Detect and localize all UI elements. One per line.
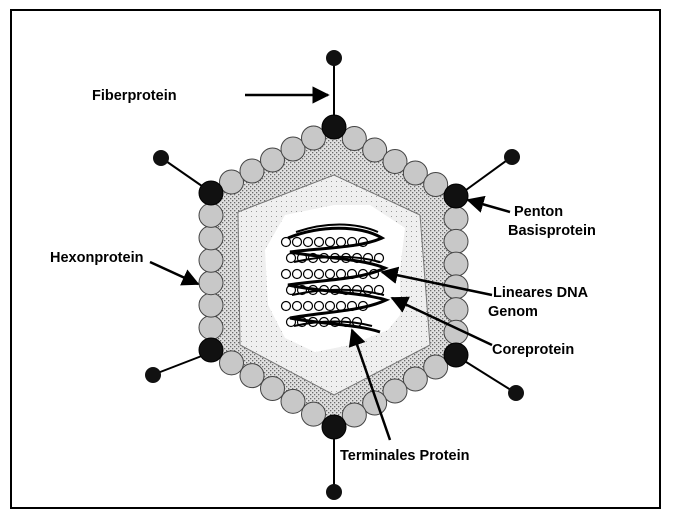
label-dna-line2: Genom — [488, 304, 538, 320]
core-protein-bead — [304, 270, 313, 279]
core-protein-bead — [293, 238, 302, 247]
hexon-subunit — [199, 293, 223, 317]
label-fiberprotein: Fiberprotein — [92, 88, 177, 104]
hexon-subunit — [240, 364, 264, 388]
core-protein-bead — [315, 238, 324, 247]
hexon-subunit — [199, 203, 223, 227]
core-protein-bead — [326, 270, 335, 279]
core-protein-bead — [282, 270, 291, 279]
core-protein-bead — [315, 302, 324, 311]
core-protein-bead — [304, 302, 313, 311]
core-protein-bead — [315, 270, 324, 279]
hexon-subunit — [199, 226, 223, 250]
label-penton-line2: Basisprotein — [508, 223, 596, 239]
core-protein-bead — [293, 270, 302, 279]
hexon-subunit — [302, 402, 326, 426]
core-protein-bead — [304, 238, 313, 247]
label-coreprotein: Coreprotein — [492, 342, 574, 358]
label-terminales-protein: Terminales Protein — [340, 448, 469, 464]
core-protein-bead — [282, 302, 291, 311]
hexon-subunit — [199, 316, 223, 340]
hexon-subunit — [444, 229, 468, 253]
hexon-subunit — [444, 252, 468, 276]
hexon-subunit — [444, 207, 468, 231]
hexon-subunit — [261, 377, 285, 401]
hexon-subunit — [444, 298, 468, 322]
label-hexonprotein: Hexonprotein — [50, 250, 143, 266]
core-protein-bead — [326, 238, 335, 247]
hexon-subunit — [281, 389, 305, 413]
core-protein-bead — [326, 302, 335, 311]
label-dna-line1: Lineares DNA — [493, 285, 589, 301]
core-protein-bead — [293, 302, 302, 311]
hexon-subunit — [199, 248, 223, 272]
hexon-subunit — [220, 351, 244, 375]
label-penton-line1: Penton — [514, 204, 563, 220]
hexon-subunit — [199, 271, 223, 295]
